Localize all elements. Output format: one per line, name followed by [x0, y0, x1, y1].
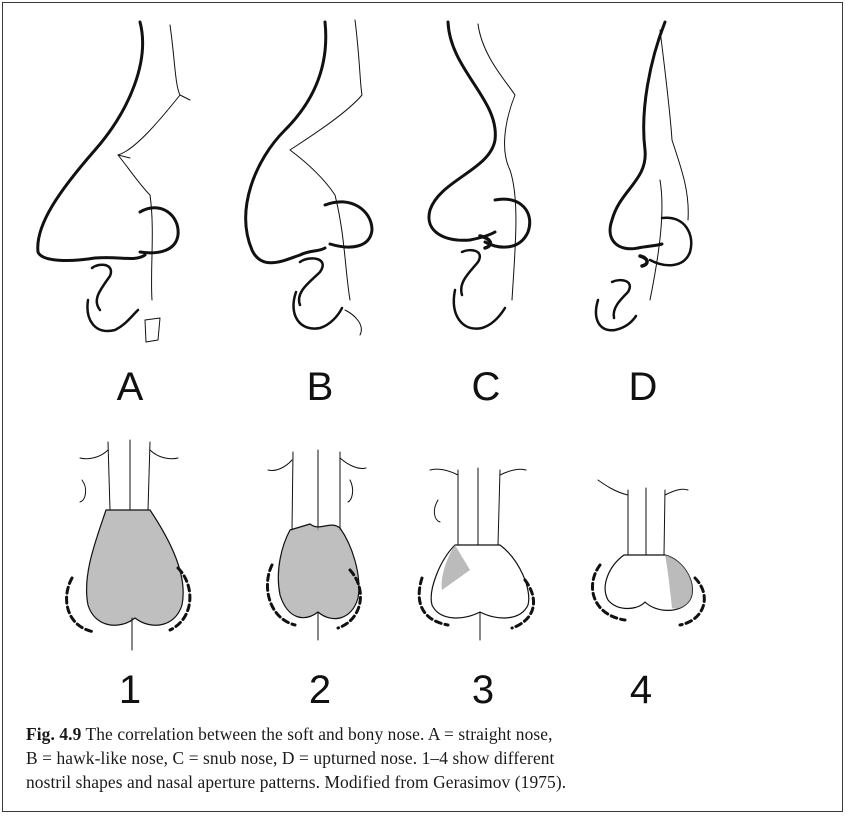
nostril-1-drawing [67, 440, 190, 650]
nostril-4-drawing [592, 480, 704, 625]
profile-label-a: A [117, 367, 144, 407]
caption-line-3: nostril shapes and nasal aperture patter… [26, 770, 826, 794]
nostril-2-drawing [267, 450, 366, 640]
figure-caption: Fig. 4.9 The correlation between the sof… [26, 722, 826, 794]
caption-line-1: Fig. 4.9 The correlation between the sof… [26, 722, 826, 746]
caption-line-2: B = hawk-like nose, C = snub nose, D = u… [26, 746, 826, 770]
nostril-label-2: 2 [309, 670, 331, 710]
caption-text-1: The correlation between the soft and bon… [86, 724, 553, 744]
profile-label-d: D [629, 367, 658, 407]
profile-b-drawing [246, 20, 372, 335]
nostril-label-3: 3 [472, 670, 494, 710]
profile-label-b: B [307, 367, 334, 407]
nostril-label-4: 4 [630, 670, 652, 710]
nostril-label-1: 1 [119, 670, 141, 710]
profile-label-c: C [472, 367, 501, 407]
profile-a-drawing [38, 22, 190, 342]
profile-d-drawing [596, 22, 691, 330]
figure-label: Fig. 4.9 [26, 724, 81, 744]
nostril-3-drawing [419, 468, 533, 640]
profile-c-drawing [429, 22, 530, 329]
